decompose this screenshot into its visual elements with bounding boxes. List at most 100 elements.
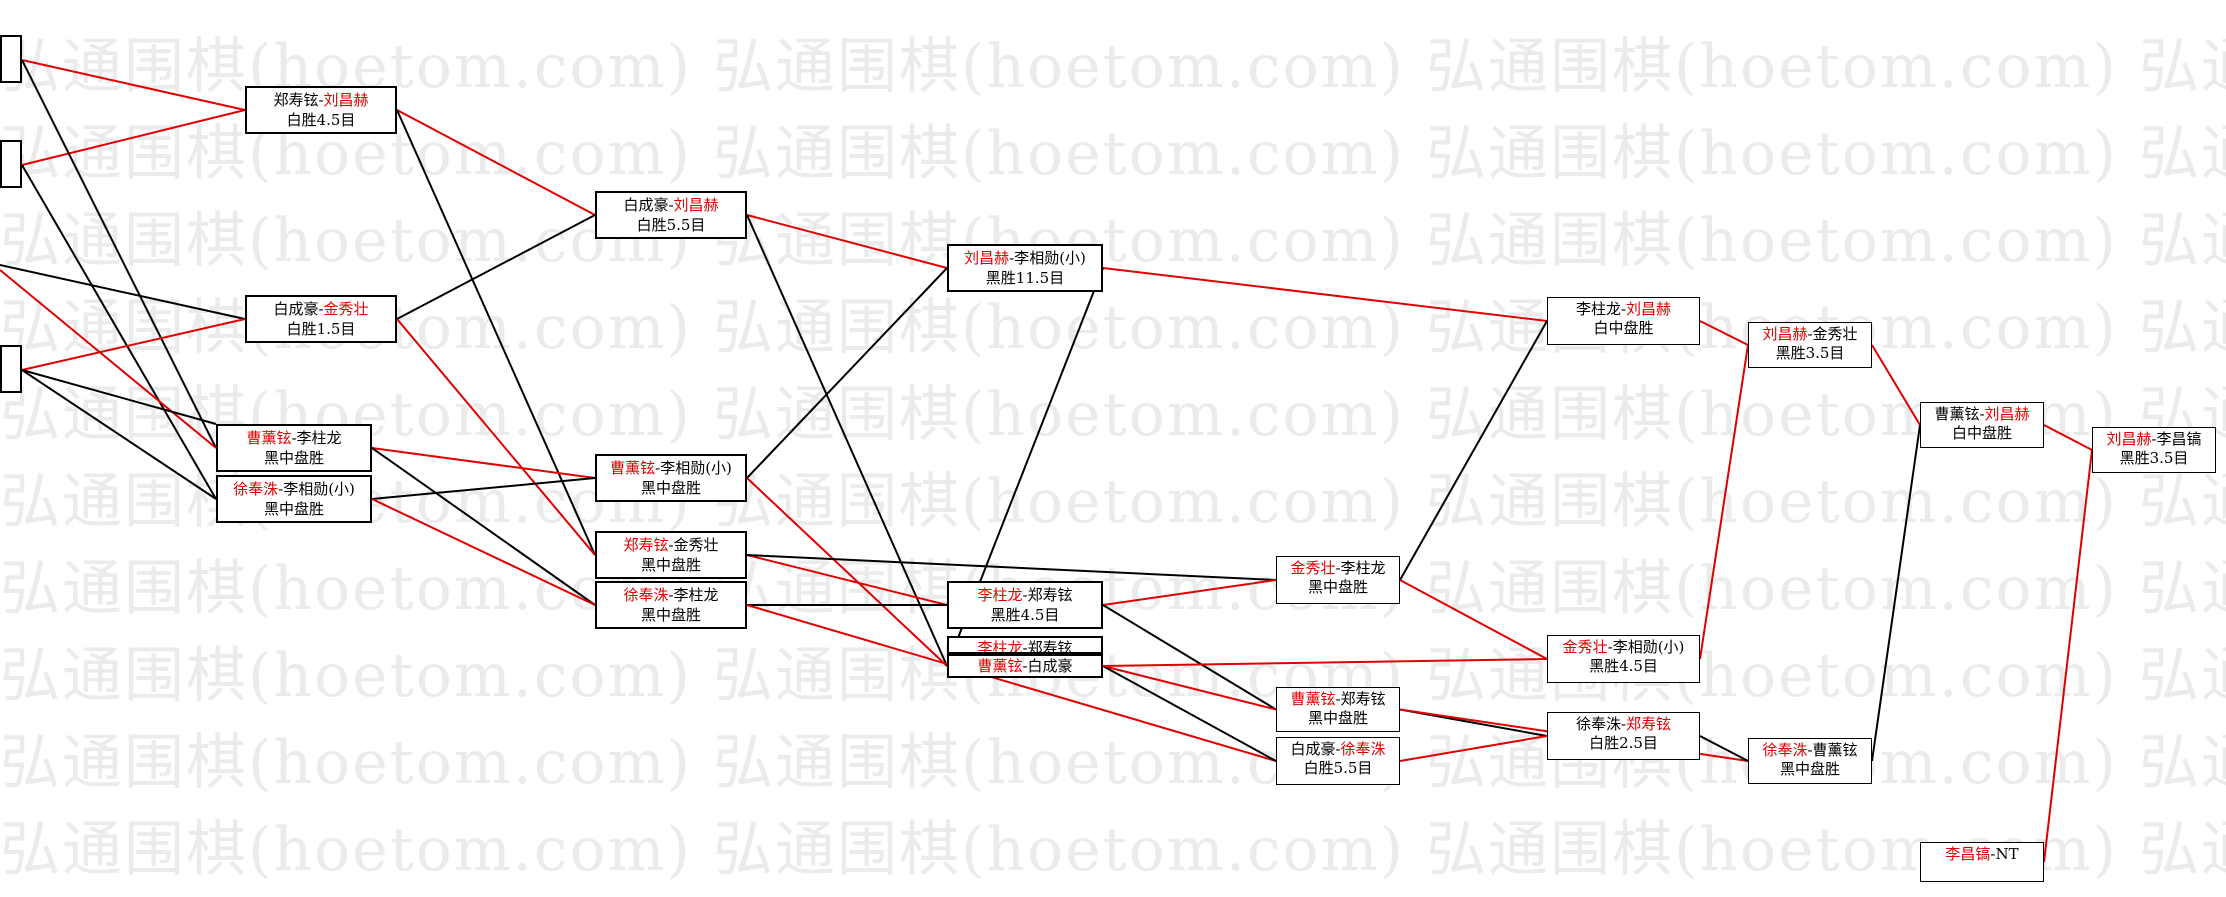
bracket-edge-line bbox=[746, 554, 948, 606]
match-result: 白胜1.5目 bbox=[286, 320, 356, 338]
player-separator: - bbox=[1990, 845, 1996, 863]
match-result: 黑中盘胜 bbox=[640, 606, 701, 624]
match-players: 刘昌赫-李相勋(小) bbox=[949, 248, 1101, 268]
match-players: 刘昌赫-金秀壮 bbox=[1749, 325, 1871, 344]
match-node-r4c[interactable]: 李柱龙-郑寿铉 bbox=[947, 636, 1103, 654]
player-separator: - bbox=[318, 91, 324, 109]
match-node-r3d[interactable]: 徐奉洙-李柱龙黑中盘胜 bbox=[595, 581, 747, 629]
bracket-edge-line bbox=[1102, 658, 1548, 667]
match-node-r9a[interactable]: 刘昌赫-李昌镐黑胜3.5目 bbox=[2092, 427, 2216, 473]
player-black: 刘昌赫 bbox=[964, 249, 1010, 267]
bracket-edge-line bbox=[396, 318, 596, 556]
match-result: 黑胜11.5目 bbox=[985, 269, 1065, 287]
player-separator: - bbox=[1620, 300, 1627, 318]
match-result: 白胜2.5目 bbox=[1589, 734, 1658, 752]
match-players: 白成豪-金秀壮 bbox=[247, 299, 395, 319]
match-node-r4d[interactable]: 曹薰铉-白成豪黑中盘胜 bbox=[947, 654, 1103, 678]
match-node-r5b[interactable]: 曹薰铉-郑寿铉黑中盘胜 bbox=[1276, 687, 1400, 732]
match-players: 徐奉洙-曹薰铉 bbox=[1749, 741, 1871, 760]
match-players: 郑寿铉-刘昌赫 bbox=[247, 90, 395, 110]
player-separator: - bbox=[318, 300, 324, 318]
match-node-r7b[interactable]: 徐奉洙-曹薰铉黑中盘胜 bbox=[1748, 738, 1872, 784]
match-players: 李柱龙-郑寿铉 bbox=[949, 638, 1101, 654]
match-result: 黑中盘胜 bbox=[640, 479, 701, 497]
match-node-r6c[interactable]: 徐奉洙-郑寿铉白胜2.5目 bbox=[1547, 712, 1700, 760]
match-result: 黑胜4.5目 bbox=[990, 606, 1060, 624]
bracket-edge-line bbox=[1399, 320, 1548, 581]
player-separator: - bbox=[1335, 559, 1341, 577]
player-white: 郑寿铉 bbox=[1626, 715, 1672, 733]
player-white: NT bbox=[1995, 845, 2019, 863]
partial-match-node bbox=[0, 35, 22, 83]
match-node-r4a[interactable]: 刘昌赫-李相勋(小)黑胜11.5目 bbox=[947, 244, 1103, 292]
match-result: 白中盘胜 bbox=[1593, 319, 1654, 337]
bracket-edge-line bbox=[371, 498, 596, 606]
player-white: 李柱龙 bbox=[296, 429, 342, 447]
match-node-r3b[interactable]: 曹薰铉-李相勋(小)黑中盘胜 bbox=[595, 454, 747, 502]
match-result: 黑胜4.5目 bbox=[1589, 657, 1658, 675]
player-white: 李昌镐 bbox=[2156, 430, 2202, 448]
player-white: 金秀壮 bbox=[673, 536, 719, 554]
bracket-edge-line bbox=[396, 109, 596, 216]
player-separator: - bbox=[1335, 690, 1341, 708]
partial-match-node bbox=[0, 140, 22, 188]
player-black: 李柱龙 bbox=[977, 639, 1023, 654]
match-result: 黑中盘胜 bbox=[1779, 760, 1840, 778]
bracket-edge-line bbox=[1699, 320, 1749, 346]
bracket-edge-line bbox=[1399, 579, 1548, 660]
player-black: 郑寿铉 bbox=[273, 91, 319, 109]
player-white: 金秀壮 bbox=[1812, 325, 1858, 343]
match-result: 黑中盘胜 bbox=[263, 500, 324, 518]
match-node-r7a[interactable]: 刘昌赫-金秀壮黑胜3.5目 bbox=[1748, 322, 1872, 368]
match-node-r4b[interactable]: 李柱龙-郑寿铉黑胜4.5目 bbox=[947, 581, 1103, 629]
match-node-r5a[interactable]: 金秀壮-李柱龙黑中盘胜 bbox=[1276, 556, 1400, 604]
match-node-bye[interactable]: 李昌镐-NT bbox=[1920, 842, 2044, 882]
match-node-r2d[interactable]: 徐奉洙-李相勋(小)黑中盘胜 bbox=[216, 475, 372, 523]
match-result: 白胜5.5目 bbox=[1303, 759, 1373, 777]
player-black: 曹薰铉 bbox=[1290, 690, 1336, 708]
bracket-stub-line bbox=[0, 269, 217, 449]
player-white: 李相勋(小) bbox=[1014, 249, 1086, 267]
player-white: 刘昌赫 bbox=[323, 91, 369, 109]
player-white: 曹薰铉 bbox=[1812, 741, 1858, 759]
player-separator: - bbox=[1607, 638, 1613, 656]
match-node-r5c[interactable]: 白成豪-徐奉洙白胜5.5目 bbox=[1276, 737, 1400, 785]
player-black: 李柱龙 bbox=[977, 586, 1023, 604]
bracket-edge-line bbox=[746, 214, 948, 269]
player-separator: - bbox=[668, 586, 674, 604]
match-players: 李昌镐-NT bbox=[1921, 845, 2043, 864]
match-node-r6b[interactable]: 金秀壮-李相勋(小)黑胜4.5目 bbox=[1547, 635, 1700, 683]
bracket-stub-line bbox=[21, 59, 217, 449]
match-players: 曹薰铉-李相勋(小) bbox=[597, 458, 745, 478]
player-separator: - bbox=[655, 459, 661, 477]
bracket-edge-line bbox=[1871, 344, 1921, 426]
player-black: 徐奉洙 bbox=[1575, 715, 1621, 733]
player-white: 李柱龙 bbox=[1340, 559, 1386, 577]
match-node-r8a[interactable]: 曹薰铉-刘昌赫白中盘胜 bbox=[1920, 402, 2044, 448]
player-separator: - bbox=[2151, 430, 2157, 448]
bracket-edge-line bbox=[1102, 267, 1548, 322]
bracket-stub-line bbox=[21, 369, 217, 500]
match-players: 白成豪-刘昌赫 bbox=[597, 195, 745, 215]
player-white: 李相勋(小) bbox=[1612, 638, 1685, 656]
player-separator: - bbox=[668, 536, 674, 554]
match-players: 李柱龙-郑寿铉 bbox=[949, 585, 1101, 605]
match-node-r3c[interactable]: 郑寿铉-金秀壮黑中盘胜 bbox=[595, 531, 747, 579]
player-white: 郑寿铉 bbox=[1340, 690, 1386, 708]
match-node-r2c[interactable]: 曹薰铉-李柱龙黑中盘胜 bbox=[216, 424, 372, 472]
match-node-r3a[interactable]: 白成豪-刘昌赫白胜5.5目 bbox=[595, 191, 747, 239]
player-separator: - bbox=[1022, 586, 1028, 604]
player-separator: - bbox=[1335, 740, 1341, 758]
match-result: 黑胜3.5目 bbox=[2119, 449, 2189, 467]
match-players: 曹薰铉-白成豪 bbox=[949, 656, 1101, 676]
player-black: 白成豪 bbox=[273, 300, 319, 318]
bracket-edge-line bbox=[1102, 579, 1277, 606]
bracket-edge-line bbox=[396, 214, 596, 320]
match-node-r2a[interactable]: 郑寿铉-刘昌赫白胜4.5目 bbox=[245, 86, 397, 134]
match-node-r6a[interactable]: 李柱龙-刘昌赫白中盘胜 bbox=[1547, 297, 1700, 345]
player-black: 李昌镐 bbox=[1945, 845, 1991, 863]
match-players: 李柱龙-刘昌赫 bbox=[1548, 300, 1699, 319]
match-node-r2b[interactable]: 白成豪-金秀壮白胜1.5目 bbox=[245, 295, 397, 343]
player-black: 郑寿铉 bbox=[623, 536, 669, 554]
